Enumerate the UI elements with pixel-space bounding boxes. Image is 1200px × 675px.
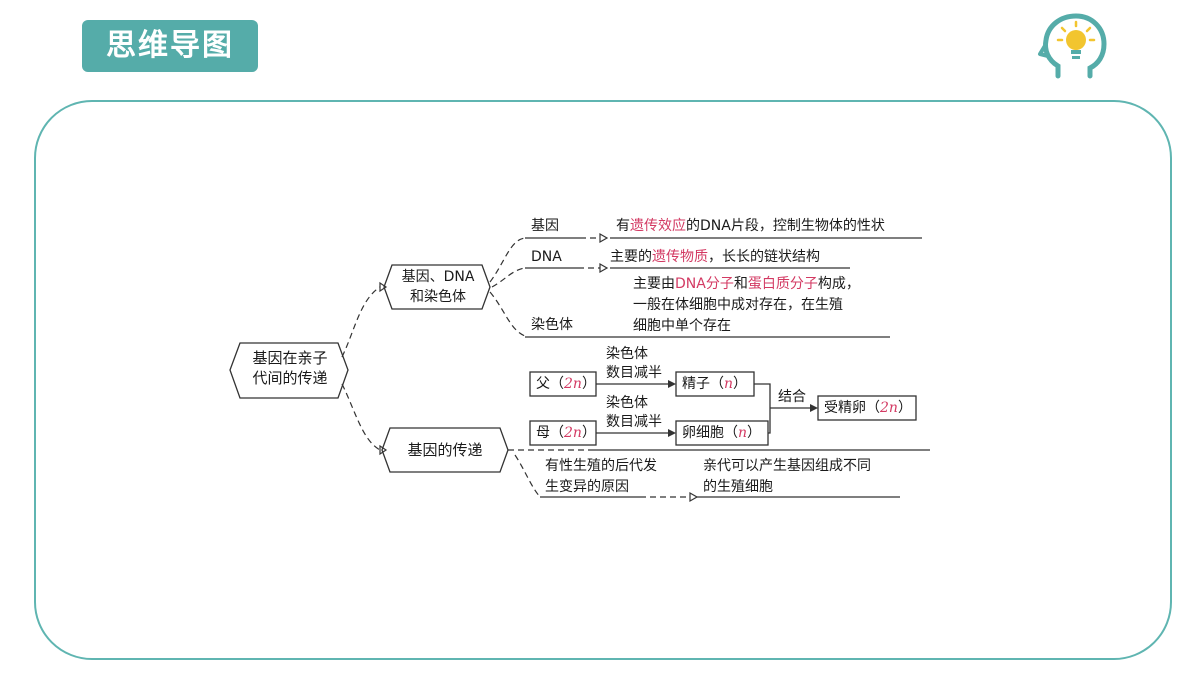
halving1-line1: 染色体 <box>606 346 648 362</box>
dna-label: DNA <box>531 249 562 265</box>
branch2-node: 基因的传递 <box>407 441 483 459</box>
branch2-node-shape <box>381 427 509 473</box>
mother-box: 母（2n） <box>536 425 596 441</box>
chromosome-desc-1: 主要由DNA分子和蛋白质分子构成， <box>633 276 860 292</box>
sperm-box: 精子（n） <box>682 376 748 392</box>
reason-line1: 有性生殖的后代发 <box>545 458 657 474</box>
halving2-line1: 染色体 <box>606 395 648 411</box>
head-lightbulb-icon <box>1038 13 1107 79</box>
page-title: 思维导图 <box>82 20 258 72</box>
chromosome-desc-2: 一般在体细胞中成对存在，在生殖 <box>633 297 843 313</box>
combine-label: 结合 <box>778 389 806 405</box>
branch1-line2: 和染色体 <box>410 289 466 305</box>
father-box: 父（2n） <box>536 376 596 392</box>
chromosome-desc-3: 细胞中单个存在 <box>633 318 731 334</box>
halving1-line2: 数目减半 <box>606 365 662 381</box>
content-frame <box>34 100 1172 660</box>
gene-label: 基因 <box>531 218 559 234</box>
root-line2: 代间的传递 <box>252 369 328 387</box>
halving2-line2: 数目减半 <box>606 414 662 430</box>
root-node-shape <box>229 342 349 399</box>
root-node: 基因在亲子 代间的传递 <box>238 348 342 388</box>
egg-box: 卵细胞（n） <box>682 425 762 441</box>
dna-desc: 主要的遗传物质，长长的链状结构 <box>610 249 820 265</box>
chromosome-label: 染色体 <box>531 317 573 333</box>
reason-line2: 生变异的原因 <box>545 479 629 495</box>
result-line1: 亲代可以产生基因组成不同 <box>703 458 871 474</box>
gene-desc: 有遗传效应的DNA片段，控制生物体的性状 <box>616 218 885 234</box>
branch1-node-shape <box>383 264 491 310</box>
zygote-box: 受精卵（2n） <box>824 400 912 416</box>
result-line2: 的生殖细胞 <box>703 479 773 495</box>
root-line1: 基因在亲子 <box>252 349 328 367</box>
branch1-line1: 基因、DNA <box>401 269 475 285</box>
branch1-node: 基因、DNA 和染色体 <box>388 267 488 307</box>
